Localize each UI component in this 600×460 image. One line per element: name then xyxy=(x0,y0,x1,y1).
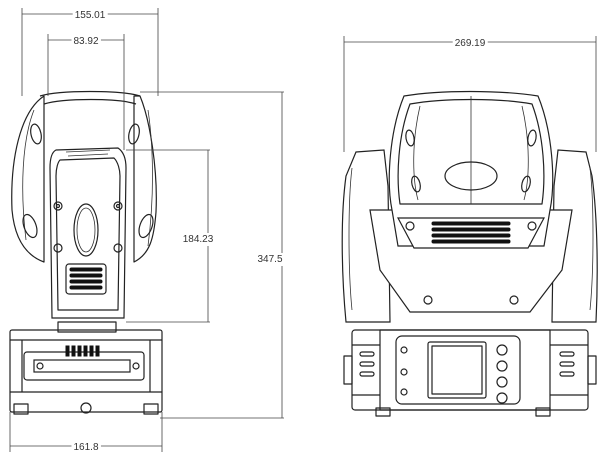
dim-83-label: 83.92 xyxy=(73,36,98,47)
front-vent-slots xyxy=(69,267,103,290)
dim-155-label: 155.01 xyxy=(75,10,106,21)
side-vent-slots xyxy=(431,221,511,244)
dim-347-label: 347.5 xyxy=(257,254,282,265)
dimension-side-width: 269.19 xyxy=(343,36,597,152)
dimension-front-outer-width: 155.01 xyxy=(21,8,159,96)
front-base-fins xyxy=(65,345,100,357)
side-view xyxy=(341,90,598,417)
dim-161-label: 161.8 xyxy=(73,442,98,453)
dimension-total-height: 347.5 xyxy=(140,91,285,419)
side-base-slots xyxy=(359,351,575,377)
dim-269-label: 269.19 xyxy=(455,38,486,49)
front-view xyxy=(9,90,163,415)
dimension-head-height: 184.23 xyxy=(126,149,216,323)
dimension-front-inner-width: 83.92 xyxy=(47,34,125,150)
dim-184-label: 184.23 xyxy=(183,234,214,245)
dimension-base-width: 161.8 xyxy=(9,412,163,454)
